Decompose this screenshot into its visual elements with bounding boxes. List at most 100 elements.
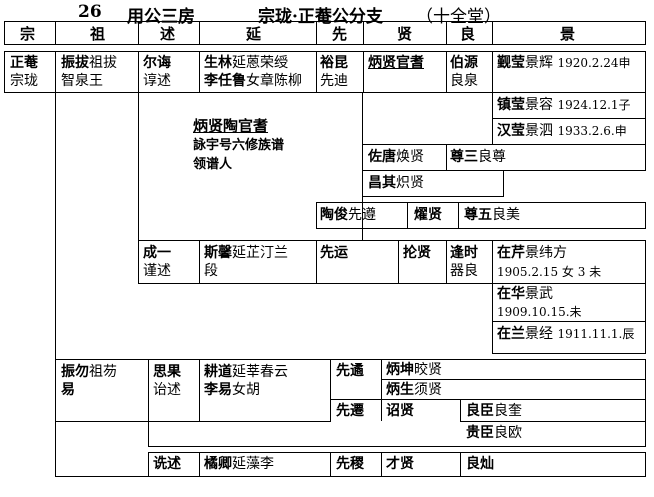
- liang5-entry: 良臣良奎: [466, 402, 522, 420]
- xianl7-style: 须贤: [414, 382, 442, 398]
- xian1-name: 裕昆: [320, 55, 348, 71]
- xianl3-name: 昌其: [368, 175, 396, 191]
- liang2-style: 良尊: [478, 149, 506, 165]
- xianl5-name: 抡贤: [403, 245, 431, 261]
- zu2-name: 振勿: [61, 364, 89, 380]
- jing6-name: 在兰: [497, 326, 525, 342]
- column-header-shu: 述: [160, 25, 176, 43]
- xian3-name: 先运: [320, 245, 348, 261]
- xianl2-style: 焕贤: [396, 149, 424, 165]
- jing1-style: 景辉: [525, 55, 553, 71]
- yan1-spouse: 李任鲁: [204, 73, 246, 89]
- yan1-line2: 李任鲁女章陈柳: [204, 72, 302, 90]
- yan3-entry: 耕道延莘春云: [204, 363, 288, 381]
- jing3-name: 汉莹: [497, 123, 525, 139]
- liang3-entry: 尊五良美: [464, 206, 520, 224]
- xianl6-entry: 炳坤晈贤: [386, 361, 442, 379]
- column-header-xian: 先: [332, 25, 348, 43]
- xian1-style: 先迪: [320, 73, 348, 89]
- yan3-name: 耕道: [204, 364, 232, 380]
- xian2-entry: 陶俊先遵: [320, 206, 376, 224]
- xianl7-entry: 炳生须贤: [386, 381, 442, 399]
- jing3-entry: 汉莹景泗 1933.2.6.申: [497, 122, 627, 140]
- liang6-name: 贵臣: [466, 425, 494, 441]
- jing5-name: 在华: [497, 286, 525, 302]
- yan1-entry: 生林延蒽荣绶: [204, 54, 288, 72]
- jing2-date: 1924.12.1子: [557, 98, 631, 112]
- shu3-style: 诒述: [153, 382, 181, 398]
- liang4-style: 器良: [450, 263, 478, 279]
- column-header-liang: 良: [460, 25, 476, 43]
- xianl9-name: 才贤: [386, 456, 414, 472]
- jing2-entry: 镇莹景容 1924.12.1子: [497, 96, 631, 114]
- jing1-name: 觐莹: [497, 55, 525, 71]
- zu1-line2: 智泉王: [61, 73, 103, 89]
- xianl2-entry: 佐唐焕贤: [368, 148, 424, 166]
- yan1-name: 生林: [204, 55, 232, 71]
- shu2-style: 谨述: [143, 263, 171, 279]
- liang2-entry: 尊三良尊: [450, 148, 506, 166]
- yan4-name: 橘卿: [204, 456, 232, 472]
- column-header-jing: 景: [560, 25, 576, 43]
- shu4-name: 诜述: [153, 456, 181, 472]
- house-title: 用公三房: [127, 7, 195, 27]
- yan2-entry: 斯馨延芷汀兰: [204, 244, 288, 262]
- liang5-style: 良奎: [494, 403, 522, 419]
- xianl1-name: 炳贤官耆: [368, 55, 424, 71]
- xianl6-style: 晈贤: [414, 362, 442, 378]
- zu2-style: 祖芴: [89, 364, 117, 380]
- column-header-yan: 延: [246, 25, 262, 43]
- liang4-name: 逢时: [450, 245, 478, 261]
- page-number: 26: [78, 2, 102, 22]
- shu1-style: 谆述: [143, 73, 171, 89]
- liang3-name: 尊五: [464, 207, 492, 223]
- note-line1: 詠宇号六修族谱: [193, 138, 285, 153]
- yan3-line2-rest: 女胡: [232, 382, 260, 398]
- liang5-name: 良臣: [466, 403, 494, 419]
- shu3-name: 思果: [153, 364, 181, 380]
- zu1-style: 祖拔: [89, 55, 117, 71]
- zong-style: 宗珑: [10, 73, 38, 89]
- note-line2: 领谱人: [193, 157, 233, 172]
- jing4-date: 1905.2.15 女 3 未: [497, 265, 602, 279]
- xianl7-name: 炳生: [386, 382, 414, 398]
- xian2-style: 先遵: [348, 207, 376, 223]
- branch-title: 宗珑·正菴公分支: [258, 7, 383, 27]
- jing1-date: 1920.2.24申: [557, 56, 631, 70]
- yan3-style: 延莘春云: [232, 364, 288, 380]
- yan2-name: 斯馨: [204, 245, 232, 261]
- zong-name: 正菴: [10, 55, 38, 71]
- zu1-name: 振拔: [61, 55, 89, 71]
- liang6-style: 良欧: [494, 425, 522, 441]
- shu1-name: 尔诲: [143, 55, 171, 71]
- jing6-style: 景经: [525, 326, 553, 342]
- jing5-entry: 在华景武: [497, 285, 553, 303]
- zu2-entry: 振勿祖芴: [61, 363, 117, 381]
- jing2-name: 镇莹: [497, 97, 525, 113]
- jing2-style: 景容: [525, 97, 553, 113]
- xianl8-name: 诏贤: [386, 403, 414, 419]
- jing4-style: 景纬方: [525, 245, 567, 261]
- yan1-style: 延蒽荣绶: [232, 55, 288, 71]
- xian4-name: 先遹: [336, 363, 364, 379]
- column-header-zong: 宗: [20, 25, 36, 43]
- yan2-line2: 段: [204, 263, 218, 279]
- xian2-name: 陶俊: [320, 207, 348, 223]
- jing3-style: 景泗: [525, 123, 553, 139]
- yan3-line2: 李易女胡: [204, 381, 260, 399]
- yan2-style: 延芷汀兰: [232, 245, 288, 261]
- liang2-name: 尊三: [450, 149, 478, 165]
- jing6-entry: 在兰景经 1911.11.1.辰: [497, 325, 634, 343]
- jing5-date: 1909.10.15.未: [497, 305, 582, 319]
- yan4-entry: 橘卿延藻李: [204, 455, 274, 473]
- shu2-name: 成一: [143, 245, 171, 261]
- jing4-entry: 在芹景纬方: [497, 244, 567, 262]
- yan1-line2-rest: 女章陈柳: [246, 73, 302, 89]
- yan3-spouse: 李易: [204, 382, 232, 398]
- xian6-name: 先稷: [336, 456, 364, 472]
- xianl2-name: 佐唐: [368, 149, 396, 165]
- liang1-style: 良泉: [450, 73, 478, 89]
- xianl4-name: 燿贤: [414, 207, 442, 223]
- jing4-name: 在芹: [497, 245, 525, 261]
- zu1-entry: 振拔祖拔: [61, 54, 117, 72]
